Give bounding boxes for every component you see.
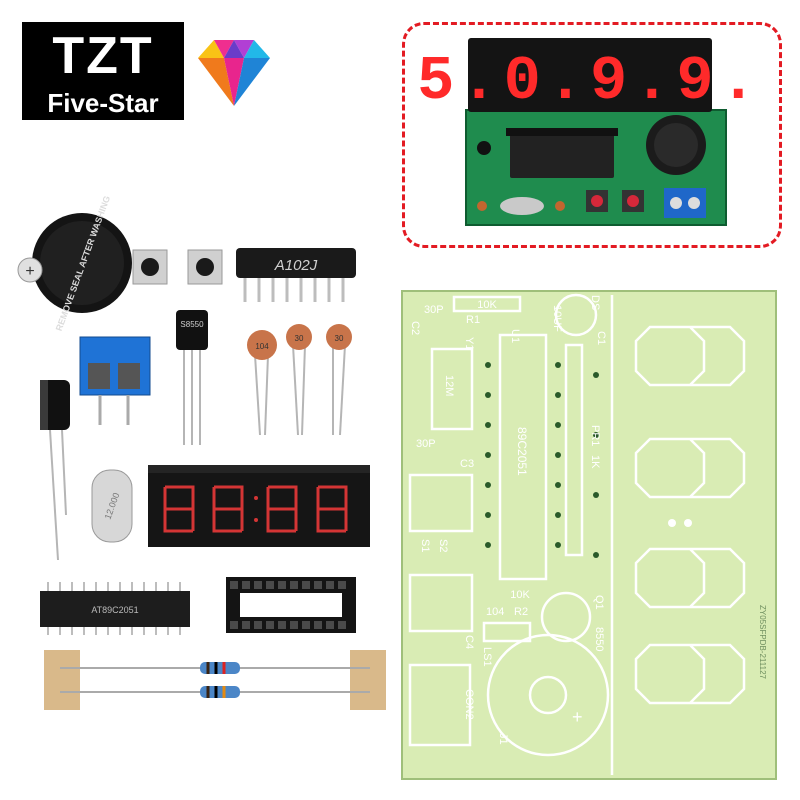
pcb-label-c1-value: 10UF: [551, 305, 563, 332]
resistor-network: A102J: [236, 248, 356, 302]
tactile-switch-2: [187, 249, 223, 285]
cap-label-1: 104: [255, 342, 269, 351]
pcb-label-r1-value: 10K: [477, 299, 497, 311]
component-kit: + REMOVE SEAL AFTER WASHING A102J S8550: [17, 194, 370, 635]
tactile-switch-1: [132, 249, 168, 285]
pcb-label-plus: +: [572, 707, 583, 727]
pcb-label-c1: C1: [595, 331, 607, 345]
pcb-label-chip: 89C2051: [515, 427, 529, 476]
led-display: [148, 465, 370, 547]
transistor: S8550: [176, 310, 208, 445]
pcb-label-c2-value: 30P: [424, 304, 444, 316]
brand-logo: TZT Five-Star: [22, 22, 184, 120]
terminal-block: [79, 336, 151, 425]
pcb-label-r1: R1: [466, 314, 480, 326]
pcb-label-y1: Y1: [463, 337, 475, 350]
crystal-oscillator: 12.000: [91, 469, 133, 543]
pcb-label-ds: DS: [589, 295, 601, 310]
pcb-label-ls1: LS1: [481, 647, 493, 667]
buzzer: + REMOVE SEAL AFTER WASHING: [17, 194, 132, 332]
pcb-label-pr1: PR1: [589, 425, 601, 446]
resistors-on-tape: [44, 650, 386, 710]
pcb-label-c2: C2: [409, 321, 421, 335]
assembled-preview-frame: [402, 22, 782, 248]
bare-pcb: 10K R1 10UF C1 U1 DS 30P C2 Y1 12M 89C20…: [401, 290, 777, 780]
svg-text:+: +: [25, 263, 34, 280]
ic-socket: [226, 577, 356, 633]
chip-label: AT89C2051: [91, 605, 138, 615]
diamond-icon: [186, 22, 282, 120]
pcb-label-q1-part: 8550: [593, 627, 605, 651]
microcontroller-chip: AT89C2051: [40, 582, 190, 635]
pcb-label-j1: J1: [497, 733, 509, 745]
resistor-network-label: A102J: [274, 257, 318, 274]
cap-label-3: 30: [335, 334, 344, 343]
pcb-label-q1: Q1: [593, 595, 605, 610]
pcb-label-c3-value: 30P: [416, 438, 436, 450]
pcb-label-c4: C4: [463, 635, 475, 649]
pcb-label-s2: S2: [437, 539, 449, 552]
ceramic-capacitors: 104 30 30: [247, 324, 352, 436]
pcb-label-c3: C3: [460, 458, 474, 470]
preview-display-text: 5.0.9.9.: [417, 46, 763, 117]
pcb-label-side-code: ZY05SFPDB-211127: [758, 605, 767, 680]
transistor-label: S8550: [180, 320, 204, 329]
pcb-label-pr1-value: 1K: [589, 455, 601, 469]
assembled-board-photo: 5.0.9.9.: [417, 38, 757, 226]
pcb-label-u1: U1: [509, 329, 521, 343]
brand-tagline: Five-Star: [47, 88, 159, 118]
electrolytic-capacitor: [40, 380, 70, 561]
brand-name: TZT: [52, 27, 154, 85]
cap-label-2: 30: [295, 334, 304, 343]
pcb-label-s1: S1: [419, 539, 431, 552]
pcb-label-r2: R2: [514, 606, 528, 618]
pcb-label-crystal: 12M: [443, 375, 455, 396]
pcb-label-r2-value: 10K: [510, 589, 530, 601]
pcb-label-con2: CON2: [463, 689, 475, 720]
pcb-label-cap104: 104: [486, 606, 504, 618]
